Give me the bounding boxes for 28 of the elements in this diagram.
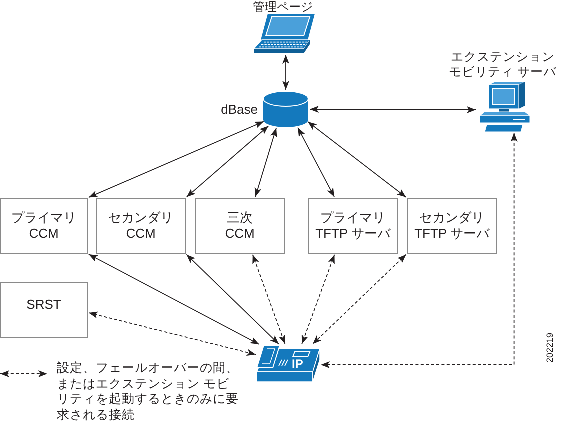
double-arrow: [308, 121, 407, 198]
double-arrow: [298, 127, 335, 198]
process-box: 三次 CCM: [195, 198, 285, 254]
double-arrow: [88, 254, 260, 345]
process-box: SRST: [0, 282, 88, 338]
process-box: プライマリ TFTP サーバ: [308, 198, 398, 254]
double-arrow: [254, 128, 278, 198]
node-label: dBase: [220, 102, 258, 117]
process-box: セカンダリ TFTP サーバ: [407, 198, 497, 254]
double-arrow: [186, 254, 280, 345]
node-label: エクステンションモビリティ サーバ: [449, 50, 556, 80]
double-arrow: [186, 126, 270, 198]
double-arrow: [310, 106, 476, 114]
dashed-double-arrow: [302, 254, 336, 345]
dashed-double-arrow: [312, 254, 407, 345]
dashed-double-arrow: [252, 254, 286, 345]
legend-text: 設定、フェールオーバーの間、またはエクステンション モビリティを起動するときのみに要求される接続: [57, 361, 240, 423]
process-box: プライマリ CCM: [0, 198, 88, 254]
dashed-double-arrow: [88, 312, 256, 356]
double-arrow: [282, 54, 290, 90]
double-arrow: [88, 121, 264, 198]
computer-icon: [477, 82, 531, 132]
figure-number: 202219: [544, 332, 556, 366]
laptop-icon: [252, 14, 315, 54]
process-box: セカンダリ CCM: [96, 198, 186, 254]
dashed-double-arrow: [320, 132, 518, 368]
node-label: 管理ページ: [252, 0, 314, 15]
database-cylinder: [263, 91, 309, 128]
